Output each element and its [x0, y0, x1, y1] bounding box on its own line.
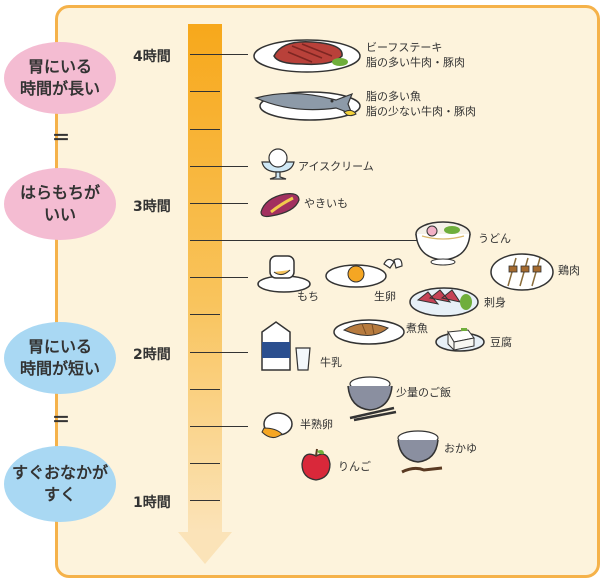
ice-cream-icon	[258, 146, 298, 180]
tick	[190, 389, 220, 390]
filling-line1: はらもちが	[19, 183, 100, 203]
chicken-label: 鶏肉	[558, 264, 580, 277]
mochi-icon	[256, 248, 312, 294]
tick	[190, 463, 220, 464]
beefsteak-label-line2: 脂の多い牛肉・豚肉	[366, 55, 465, 69]
filling-bubble: はらもちが いい	[4, 168, 116, 240]
short-stay-line1: 胃にいる	[27, 337, 92, 357]
rice-bowl-icon	[344, 372, 398, 422]
tick	[190, 129, 220, 130]
small-rice-label: 少量のご飯	[396, 386, 451, 399]
udon-icon	[414, 216, 472, 266]
tick	[190, 166, 248, 167]
fatty-fish-label: 脂の多い魚 脂の少ない牛肉・豚肉	[366, 90, 476, 120]
tick-3h	[190, 203, 248, 204]
sashimi-icon	[408, 284, 480, 318]
boiled-fish-label: 煮魚	[406, 322, 428, 335]
udon-label: うどん	[478, 232, 511, 245]
sashimi-label: 刺身	[484, 296, 506, 309]
porridge-icon	[394, 428, 446, 478]
tick	[190, 314, 220, 315]
fatty-fish-label-line1: 脂の多い魚	[366, 90, 421, 103]
hungry-line1: すぐおなかが	[11, 463, 108, 483]
beefsteak-label: ビーフステーキ 脂の多い牛肉・豚肉	[366, 41, 465, 71]
tick-4h	[190, 54, 248, 55]
tick-1h	[190, 500, 220, 501]
beefsteak-icon	[252, 34, 362, 74]
tick-2h	[190, 352, 248, 353]
hungry-bubble: すぐおなかが すく	[4, 446, 116, 522]
long-stay-line1: 胃にいる	[27, 57, 92, 77]
tofu-label: 豆腐	[490, 336, 512, 349]
tick	[190, 277, 248, 278]
tick	[190, 91, 220, 92]
soft-egg-label: 半熟卵	[300, 418, 333, 431]
equals-sign-bottom: ＝	[52, 410, 72, 431]
milk-label: 牛乳	[320, 356, 342, 369]
apple-label: りんご	[338, 460, 371, 473]
time-bar-arrow	[178, 24, 232, 564]
boiled-fish-icon	[332, 314, 406, 346]
apple-icon	[298, 446, 334, 482]
filling-line2: いい	[43, 205, 76, 224]
equals-sign-top: ＝	[52, 128, 72, 149]
hungry-line2: すく	[43, 485, 76, 504]
short-stay-line2: 時間が短い	[19, 359, 100, 378]
hour-label-4: 4時間	[133, 49, 171, 65]
chicken-skewer-icon	[490, 252, 554, 292]
sweet-potato-label: やきいも	[304, 197, 348, 210]
tick-udon	[190, 240, 420, 241]
short-stay-bubble: 胃にいる 時間が短い	[4, 322, 116, 394]
porridge-label: おかゆ	[444, 442, 477, 455]
ice-cream-label: アイスクリーム	[298, 160, 374, 173]
tofu-icon	[434, 324, 486, 354]
raw-egg-icon	[322, 254, 406, 290]
raw-egg-label: 生卵	[374, 290, 396, 303]
mochi-label: もち	[297, 290, 319, 303]
milk-icon	[256, 318, 320, 372]
long-stay-bubble: 胃にいる 時間が長い	[4, 42, 116, 114]
hour-label-1: 1時間	[133, 495, 171, 511]
tick	[190, 426, 248, 427]
soft-egg-icon	[258, 410, 298, 442]
hour-label-3: 3時間	[133, 199, 171, 215]
beefsteak-label-line1: ビーフステーキ	[366, 41, 443, 54]
hour-label-2: 2時間	[133, 347, 171, 363]
fatty-fish-label-line2: 脂の少ない牛肉・豚肉	[366, 104, 476, 118]
fatty-fish-icon	[252, 84, 362, 122]
sweet-potato-icon	[257, 190, 303, 218]
long-stay-line2: 時間が長い	[19, 79, 100, 98]
